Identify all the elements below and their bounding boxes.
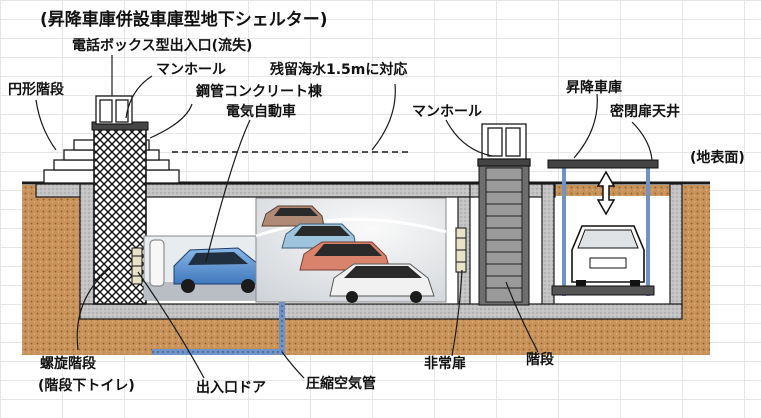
label-circular-stairs: 円形階段	[8, 82, 64, 98]
photo-showroom	[255, 197, 447, 303]
label-stairs: 階段	[526, 352, 554, 368]
label-manhole-left: マンホール	[156, 62, 226, 78]
lift-garage	[547, 159, 659, 296]
label-entrance-door: 出入口ドア	[196, 380, 266, 396]
diagram-title: (昇降車庫併設車庫型地下シェルター)	[40, 10, 328, 30]
label-under-stairs-toilet: (階段下トイレ)	[38, 378, 135, 394]
label-manhole-right: マンホール	[412, 104, 482, 120]
label-phone-booth-entrance: 電話ボックス型出入口(流失)	[72, 38, 253, 54]
label-residual-seawater: 残留海水1.5mに対応	[270, 62, 408, 78]
label-emergency-door: 非常扉	[424, 356, 466, 372]
label-sealed-door-ceiling: 密閉扉天井	[610, 104, 680, 120]
label-lift-garage: 昇降車庫	[566, 80, 622, 96]
label-steel-pipe-concrete: 鋼管コンクリート棟	[196, 84, 322, 100]
straight-staircase	[478, 164, 530, 306]
label-spiral-stairs: 螺旋階段	[40, 356, 96, 372]
label-ground-surface: (地表面)	[690, 150, 745, 166]
leader-lines	[35, 55, 653, 379]
label-compressed-air-pipe: 圧縮空気管	[306, 376, 376, 392]
phone-booth-entrance	[95, 95, 133, 125]
label-electric-car: 電気自動車	[226, 104, 296, 120]
manhole-housing-right	[477, 123, 531, 167]
photo-blue-ev	[143, 235, 273, 301]
